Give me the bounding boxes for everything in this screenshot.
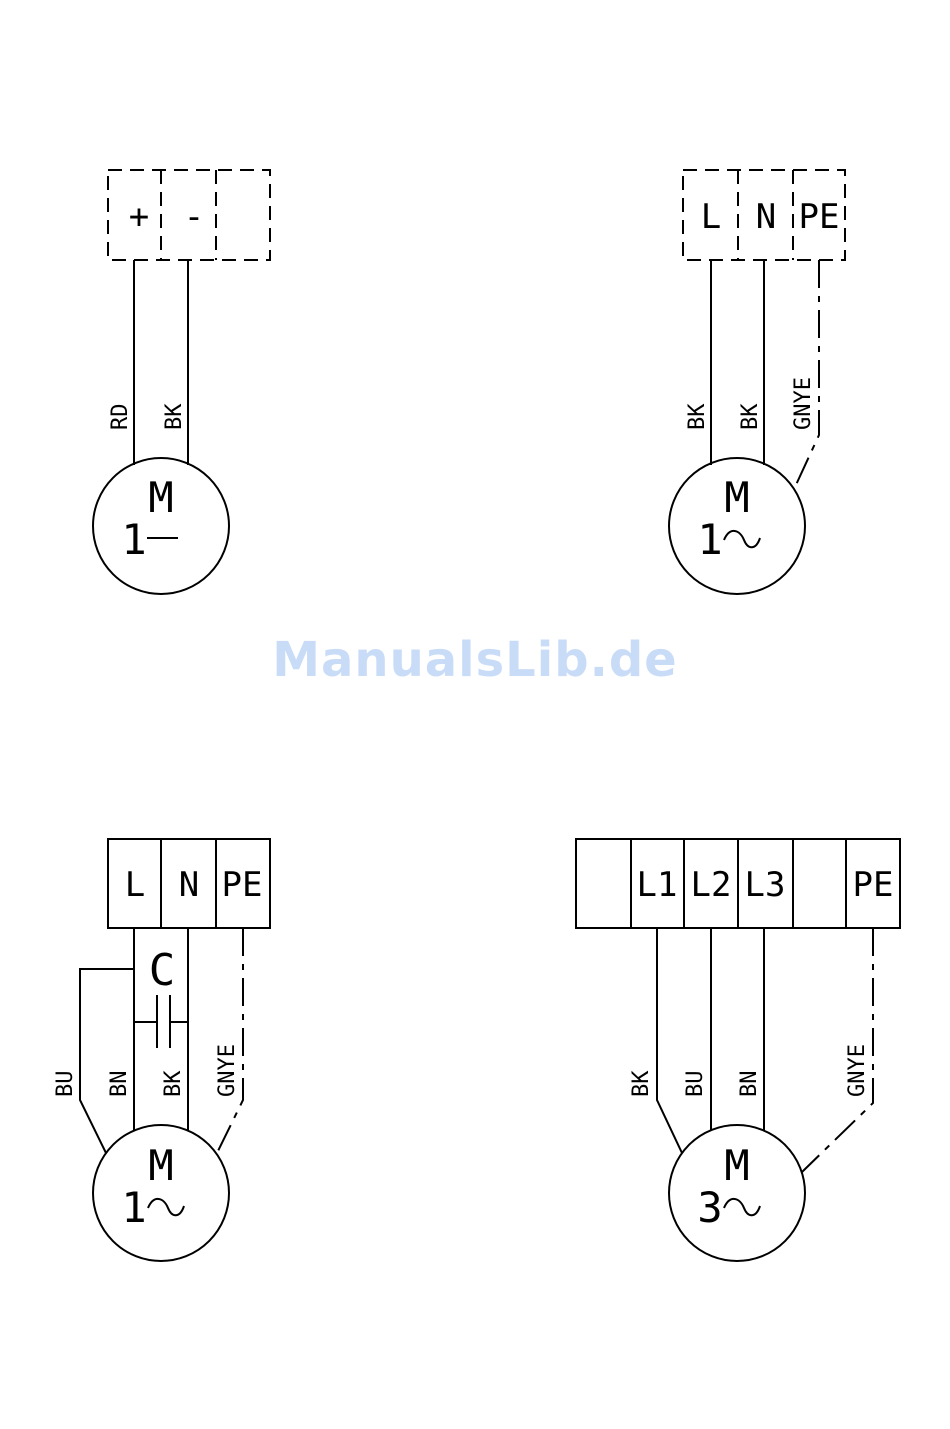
terminal-pe: PE — [222, 865, 263, 905]
cap-terminal-block: L N PE — [108, 839, 270, 928]
capacitor-motor-diagram: L N PE C BU BN BK GNYE M 1 — [53, 839, 270, 1261]
wire-label-bn: BN — [107, 1071, 132, 1098]
ac-motor-diagram: L N PE BK BK GNYE M 1 — [669, 170, 845, 594]
wire-gnye — [795, 260, 819, 487]
motor-phase: 1 — [697, 515, 722, 564]
ac-symbol — [724, 1199, 760, 1215]
three-phase-motor-symbol: M 3 — [669, 1125, 805, 1261]
motor-letter: M — [724, 473, 749, 522]
wire-label-bk-2: BK — [738, 403, 763, 430]
wire-label-gnye: GNYE — [215, 1044, 240, 1097]
wire-label-bn: BN — [737, 1071, 762, 1098]
wire-label-bk: BK — [161, 1070, 186, 1097]
wire-label-gnye: GNYE — [845, 1044, 870, 1097]
motor-phase: 1 — [121, 1183, 146, 1232]
terminal-l2: L2 — [691, 865, 732, 905]
terminal-n: N — [179, 865, 199, 905]
three-phase-motor-diagram: L1 L2 L3 PE BK BU BN GNYE M 3 — [576, 839, 900, 1261]
motor-phase: 3 — [697, 1183, 722, 1232]
wire-label-bk: BK — [629, 1070, 654, 1097]
wire-bk — [657, 928, 682, 1153]
terminal-l1: L1 — [637, 865, 678, 905]
wire-label-rd: RD — [108, 404, 133, 431]
capacitor-motor-symbol: M 1 — [93, 1125, 229, 1261]
dc-terminal-block: + - — [108, 170, 270, 260]
ac-symbol — [148, 1199, 184, 1215]
wire-label-bk: BK — [162, 403, 187, 430]
dc-motor-diagram: + - RD BK M 1 — [93, 170, 270, 594]
wire-label-bu: BU — [683, 1071, 708, 1098]
wire-label-gnye: GNYE — [791, 377, 816, 430]
wire-bu — [80, 928, 134, 1153]
terminal-pe: PE — [853, 865, 894, 905]
motor-phase: 1 — [121, 515, 146, 564]
ac-terminal-block: L N PE — [683, 170, 845, 260]
wire-label-bk-1: BK — [685, 403, 710, 430]
terminal-l3: L3 — [745, 865, 786, 905]
ac-symbol — [724, 531, 760, 547]
terminal-l: L — [125, 865, 145, 905]
watermark: ManualsLib.de — [0, 632, 950, 688]
motor-letter: M — [148, 473, 173, 522]
terminal-minus: - — [184, 197, 204, 237]
motor-letter: M — [148, 1141, 173, 1190]
motor-letter: M — [724, 1141, 749, 1190]
terminal-pe: PE — [799, 197, 840, 237]
terminal-l: L — [701, 197, 721, 237]
three-phase-terminal-block: L1 L2 L3 PE — [576, 839, 900, 928]
ac-motor-symbol: M 1 — [669, 458, 805, 594]
dc-motor-symbol: M 1 — [93, 458, 229, 594]
terminal-n: N — [756, 197, 776, 237]
wire-label-bu: BU — [53, 1071, 78, 1098]
wire-gnye — [217, 928, 243, 1153]
capacitor-label: C — [149, 945, 176, 996]
terminal-plus: + — [129, 197, 149, 237]
